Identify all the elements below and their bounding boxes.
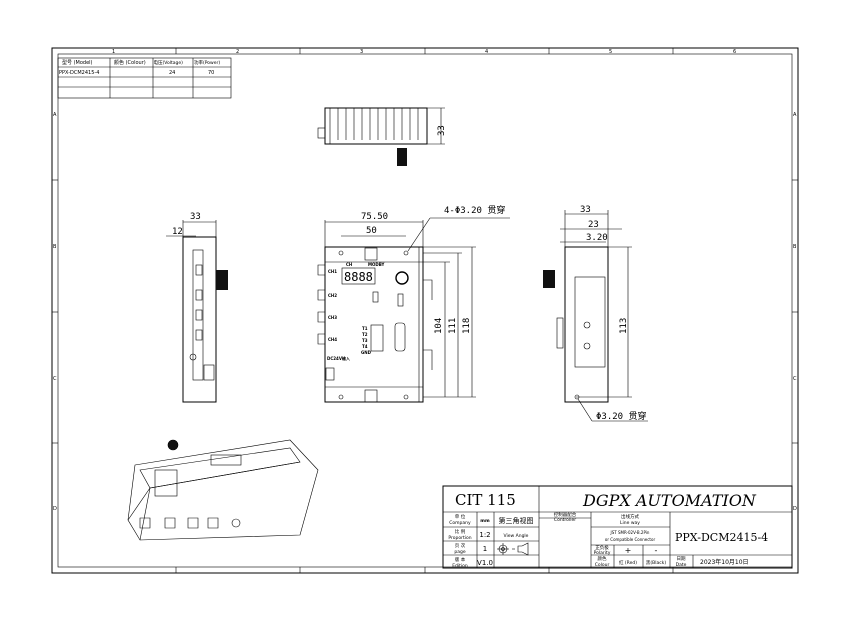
col-label: 2: [236, 49, 239, 55]
part-number: PPX-DCM2415-4: [675, 531, 768, 544]
top-view: 33: [317, 107, 447, 166]
controller-label: 控制器配合: [554, 511, 577, 518]
label-ch1: CH1: [328, 269, 337, 274]
dim-118: 118: [462, 318, 472, 334]
company-name: DGPX AUTOMATION: [582, 491, 757, 510]
dim-104: 104: [434, 318, 444, 334]
line-way-label-en: Line way: [620, 520, 640, 526]
right-view: 33 23 3.20 113 Φ3.20 贯穿: [543, 205, 648, 422]
spec-table: 型号 (Model) 颜色 (Colour) 电压(Voltage) 功率(Po…: [57, 57, 232, 99]
label-power-in: DC24V输入: [327, 355, 350, 361]
scale-label-en: Proportion: [448, 535, 471, 541]
dim-offset: 12: [172, 227, 183, 237]
dim-height: 33: [437, 125, 447, 136]
row-label: A: [53, 112, 57, 118]
table-cell: PPX-DCM2415-4: [59, 70, 99, 76]
row-label: C: [53, 376, 57, 382]
colour-label-en: Colour: [595, 562, 610, 568]
label-gnd: GND: [361, 350, 372, 355]
date-label: 日期: [677, 556, 686, 562]
front-view: 75.50 50 4-Φ3.20 贯穿 104 111 118 8888 CH …: [317, 204, 510, 403]
label-t3: T3: [362, 338, 368, 343]
polarity-label: 正负极: [595, 544, 609, 551]
drawing-frame: 1 2 3 4 5 6 A B C D A B C D: [51, 47, 799, 574]
unit-label: 单 位: [455, 513, 466, 520]
colour-red: 红 (Red): [619, 559, 637, 566]
page-label: 页 次: [455, 542, 466, 549]
dim-width: 75.50: [361, 212, 388, 222]
label-mode: MODBY: [368, 262, 385, 267]
edition-label-en: Edition: [452, 563, 468, 569]
hole-note: Φ3.20 贯穿: [596, 410, 647, 422]
label-t1: T1: [362, 326, 368, 331]
polarity-label-en: Polarity: [594, 550, 611, 556]
table-header: 颜色 (Colour): [114, 59, 146, 66]
date-value: 2023年10月10日: [700, 558, 749, 566]
table-cell: 24: [169, 70, 175, 76]
polarity-minus: -: [655, 546, 658, 555]
label-t2: T2: [362, 332, 368, 337]
line-way-label: 出线方式: [621, 513, 639, 520]
table-header: 电压(Voltage): [154, 59, 184, 66]
scale-value: 1:2: [479, 531, 490, 539]
dim-hole-spacing: 50: [366, 226, 377, 236]
row-label: C: [793, 376, 797, 382]
table-header: 型号 (Model): [62, 59, 93, 66]
col-label: 6: [733, 49, 736, 55]
polarity-plus: +: [625, 546, 632, 555]
dim-23: 23: [588, 220, 599, 230]
row-label: D: [53, 506, 57, 512]
label-ch: CH: [346, 262, 352, 267]
drawing-number: CIT 115: [455, 491, 516, 509]
label-t4: T4: [362, 344, 368, 349]
col-label: 4: [485, 49, 488, 55]
projection-label: 第三角视图: [499, 516, 534, 525]
page-value: 1: [483, 545, 487, 553]
row-label: B: [53, 244, 57, 250]
scale-label: 比 例: [455, 528, 466, 535]
dim-33: 33: [580, 205, 591, 215]
col-label: 5: [609, 49, 612, 55]
row-label: A: [793, 112, 797, 118]
left-view: 33 12: [166, 212, 228, 403]
edition-label: 版 本: [455, 556, 466, 563]
table-header: 功率(Power): [194, 59, 220, 66]
display-digits: 8888: [344, 270, 373, 284]
col-label: 1: [112, 49, 115, 55]
date-label-en: Date: [676, 562, 687, 568]
colour-label: 颜色: [598, 555, 607, 562]
dim-3-20: 3.20: [586, 233, 608, 243]
row-label: B: [793, 244, 797, 250]
page-label-en: page: [454, 550, 465, 555]
label-ch2: CH2: [328, 293, 337, 298]
table-cell: 70: [208, 70, 214, 76]
label-ch4: CH4: [328, 337, 337, 342]
col-label: 3: [360, 49, 363, 55]
row-label: D: [793, 506, 797, 512]
connector-alt: or Compatible Connector: [605, 537, 656, 542]
dim-113: 113: [619, 318, 629, 334]
unit-value: mm: [480, 519, 490, 524]
hole-note: 4-Φ3.20 贯穿: [444, 204, 505, 216]
label-ch3: CH3: [328, 315, 337, 320]
controller-label-en: Controller: [554, 517, 576, 523]
unit-label-en: Company: [449, 520, 471, 526]
colour-black: 黑(Black): [646, 560, 666, 566]
dim-width: 33: [190, 212, 201, 222]
connector-type: JST SMR-02V-B.2Pin: [610, 530, 650, 535]
edition-value: V1.0: [477, 559, 493, 567]
isometric-view: [127, 439, 319, 541]
title-block: CIT 115 DGPX AUTOMATION 单 位 Company mm 比…: [442, 485, 793, 569]
projection-symbol-icon: [497, 542, 529, 556]
dim-111: 111: [448, 318, 458, 334]
view-angle-label: View Angle: [504, 533, 529, 539]
